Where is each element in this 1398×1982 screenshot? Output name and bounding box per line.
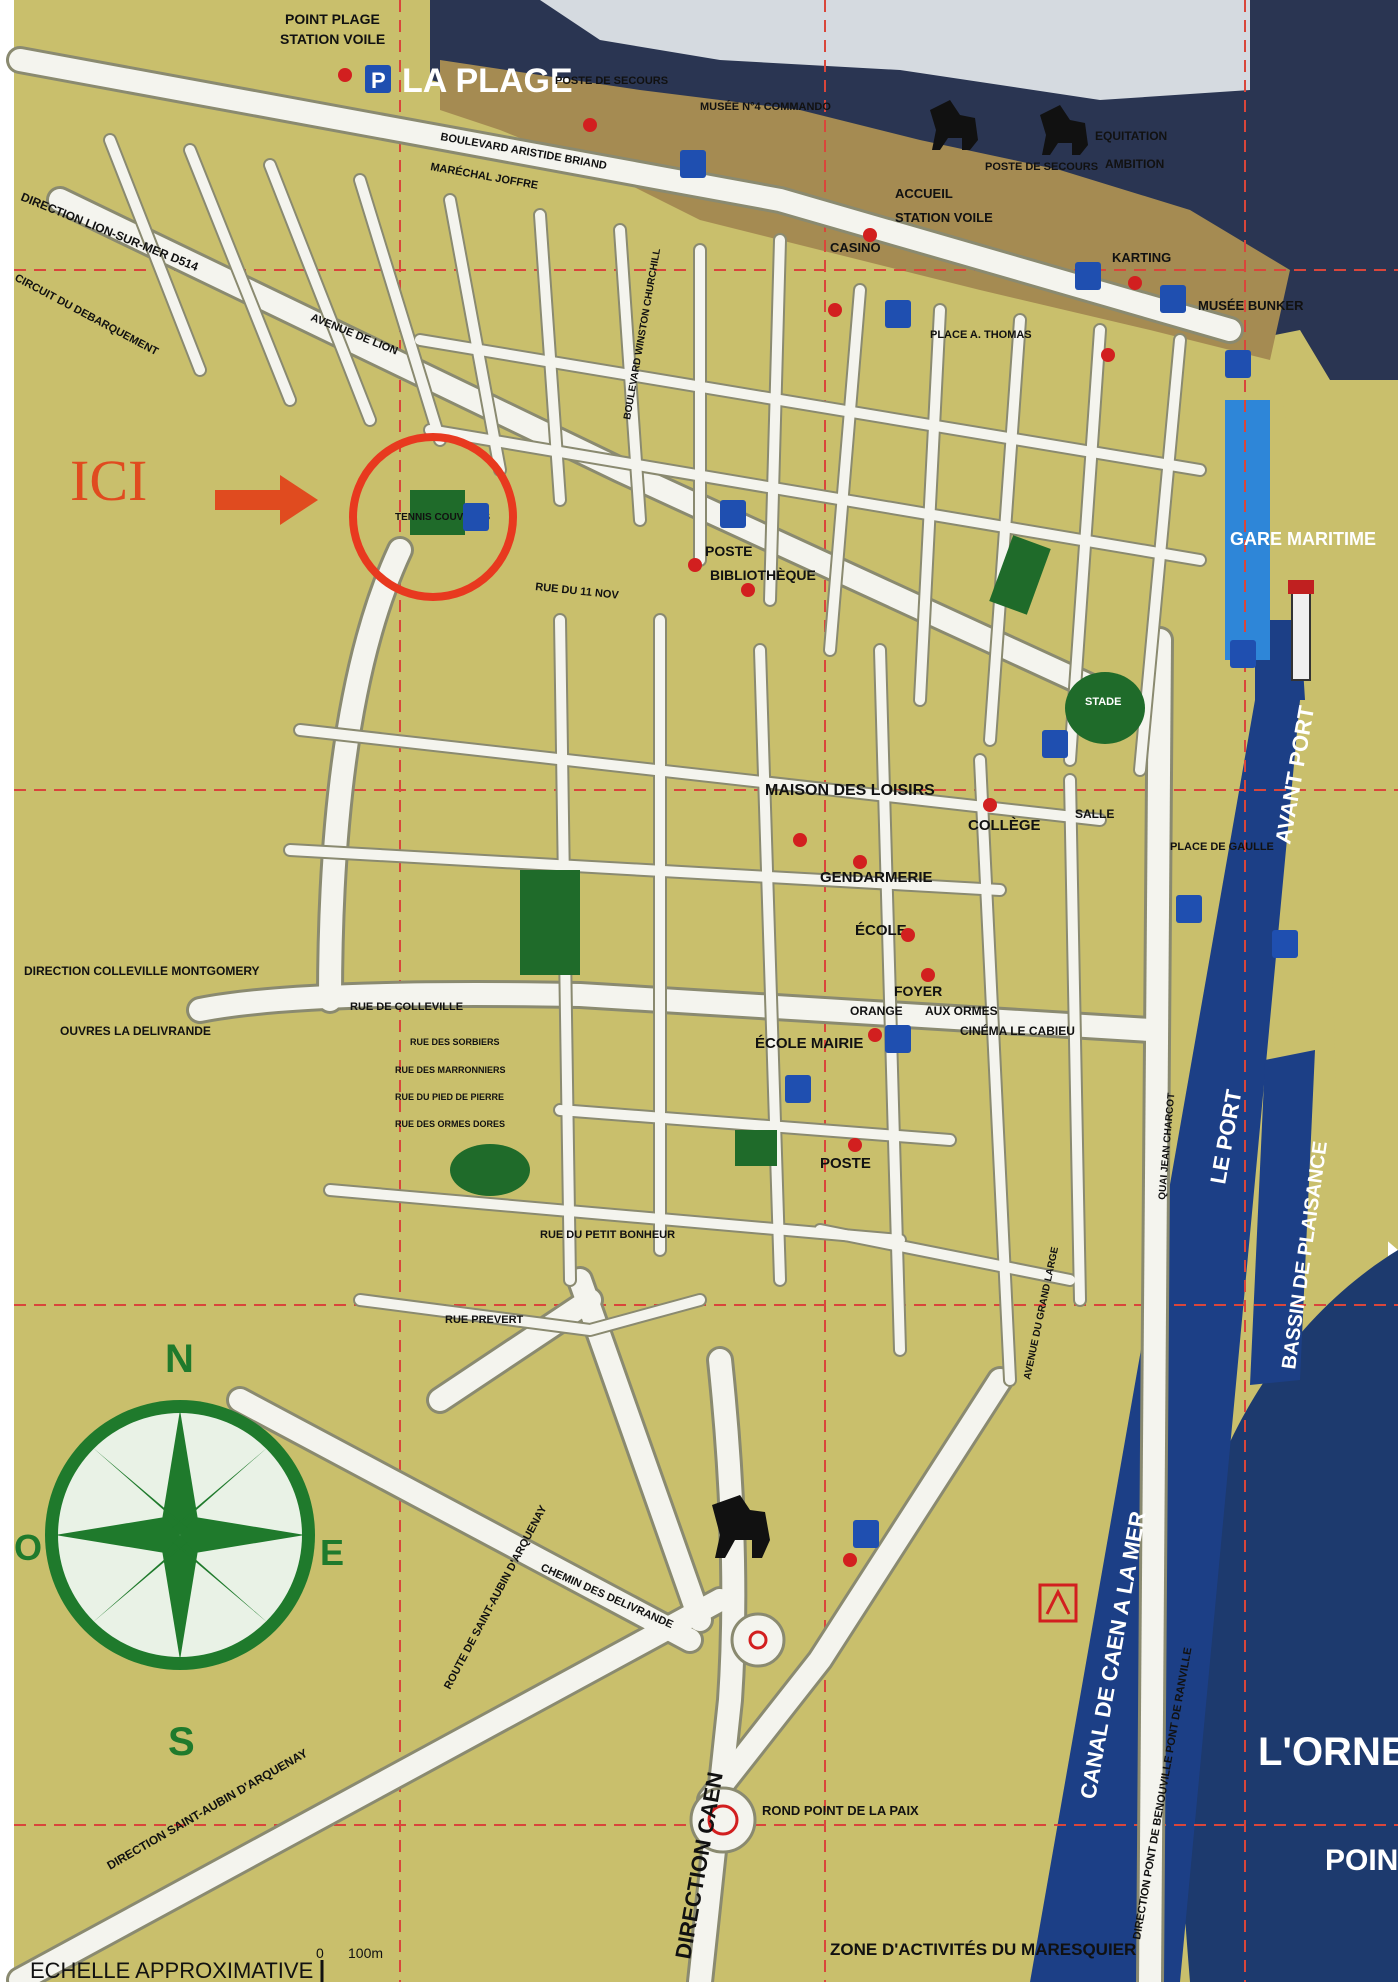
marker-biblio bbox=[741, 583, 755, 597]
park-tennis bbox=[410, 490, 465, 535]
label-gendarmerie: GENDARMERIE bbox=[820, 869, 933, 886]
marker-poste bbox=[688, 558, 702, 572]
roundabout-paix-center bbox=[707, 1804, 739, 1836]
marker-casino bbox=[863, 228, 877, 242]
camping-triangle bbox=[1045, 1588, 1071, 1615]
marker-gendarmerie bbox=[853, 855, 867, 869]
lighthouse-icon bbox=[1291, 589, 1311, 681]
street-prevert: RUE PREVERT bbox=[445, 1314, 524, 1326]
compass-rose bbox=[45, 1400, 315, 1670]
label-orange: ORANGE bbox=[850, 1004, 903, 1018]
label-poste: POSTE bbox=[705, 543, 752, 559]
compass-s: S bbox=[168, 1720, 195, 1764]
bassin-plaisance bbox=[1250, 1050, 1315, 1385]
park-south bbox=[450, 1144, 530, 1196]
label-point-plage: POINT PLAGE bbox=[285, 11, 380, 27]
label-point: POIN bbox=[1325, 1844, 1398, 1877]
label-poste-secours-beach: POSTE DE SECOURS bbox=[985, 161, 1098, 173]
label-musee-bunker: MUSÉE BUNKER bbox=[1198, 298, 1304, 313]
marker-bunker bbox=[1101, 348, 1115, 362]
label-orne: L'ORNE bbox=[1258, 1730, 1398, 1774]
surf bbox=[540, 0, 1250, 100]
label-maison-loisirs: MAISON DES LOISIRS bbox=[765, 782, 935, 799]
label-ecole-mairie: ÉCOLE MAIRIE bbox=[755, 1035, 863, 1052]
marker-mairie bbox=[868, 1028, 882, 1042]
label-poste-secours-top: POSTE DE SECOURS bbox=[555, 75, 668, 87]
roundabout-south-center bbox=[748, 1630, 768, 1650]
label-bibliotheque: BIBLIOTHÈQUE bbox=[710, 567, 816, 583]
park-stade bbox=[1065, 672, 1145, 744]
label-aux-ormes: AUX ORMES bbox=[925, 1004, 998, 1018]
label-accueil: ACCUEIL bbox=[895, 186, 953, 201]
tennis-label: TENNIS COUVERTS bbox=[395, 512, 490, 523]
compass-e: E bbox=[320, 1532, 344, 1573]
street-ormes-dores: RUE DES ORMES DORES bbox=[395, 1119, 505, 1129]
roundabout-paix bbox=[689, 1786, 757, 1854]
label-casino: CASINO bbox=[830, 240, 881, 255]
marker-ecole bbox=[901, 928, 915, 942]
label-karting: KARTING bbox=[1112, 250, 1171, 265]
page-margin bbox=[0, 0, 14, 1982]
parking-icons bbox=[463, 150, 1298, 1548]
label-stade: STADE bbox=[1085, 696, 1121, 708]
marker-karting bbox=[1128, 276, 1142, 290]
label-college: COLLÈGE bbox=[968, 817, 1041, 834]
dir-colleville: DIRECTION COLLEVILLE MONTGOMERY bbox=[24, 964, 260, 978]
label-equitation-2: AMBITION bbox=[1105, 157, 1164, 171]
street-petit-bonheur: RUE DU PETIT BONHEUR bbox=[540, 1229, 675, 1241]
marker-poste-2 bbox=[848, 1138, 862, 1152]
marker-musee bbox=[828, 303, 842, 317]
lighthouse-top bbox=[1288, 580, 1314, 594]
marker-point-plage bbox=[338, 68, 352, 82]
parking-icon bbox=[365, 65, 391, 93]
street-marronniers: RUE DES MARRONNIERS bbox=[395, 1065, 506, 1075]
scale-len: 100m bbox=[348, 1945, 383, 1961]
marker-loisirs bbox=[793, 833, 807, 847]
park-center bbox=[989, 535, 1051, 615]
park-small bbox=[735, 1130, 777, 1166]
scale-zero: 0 bbox=[316, 1945, 324, 1961]
label-station-voile-2: STATION VOILE bbox=[895, 210, 993, 225]
compass-n: N bbox=[165, 1337, 194, 1381]
roundabout-south bbox=[730, 1612, 786, 1668]
label-zone: ZONE D'ACTIVITÉS DU MARESQUIER bbox=[830, 1940, 1136, 1959]
label-place-gaulle: PLACE DE GAULLE bbox=[1170, 841, 1274, 853]
camping-icon bbox=[1038, 1583, 1078, 1623]
label-station-voile: STATION VOILE bbox=[280, 31, 385, 47]
horse-icon bbox=[712, 1495, 770, 1558]
you-are-here-label: ICI bbox=[70, 448, 147, 513]
you-are-here-circle bbox=[349, 433, 517, 601]
label-cinema: CINÉMA LE CABIEU bbox=[960, 1023, 1075, 1038]
compass-o: O bbox=[14, 1527, 42, 1568]
label-poste-2: POSTE bbox=[820, 1155, 871, 1172]
orne-river bbox=[1178, 1250, 1398, 1982]
park-field bbox=[520, 870, 580, 975]
horse-icon-beach-2 bbox=[1040, 105, 1088, 155]
scale-label: ECHELLE APPROXIMATIVE bbox=[30, 1958, 313, 1982]
street-colleville: RUE DE COLLEVILLE bbox=[350, 1001, 463, 1013]
label-la-plage: LA PLAGE bbox=[402, 62, 573, 100]
label-gare-maritime: GARE MARITIME bbox=[1230, 529, 1376, 549]
marker-college bbox=[983, 798, 997, 812]
street-pied-pierre: RUE DU PIED DE PIERRE bbox=[395, 1092, 504, 1102]
label-musee: MUSÉE N°4 COMMANDO bbox=[700, 100, 831, 113]
east-shore bbox=[1280, 380, 1398, 1250]
you-are-here-arrow bbox=[215, 475, 318, 525]
label-salle: SALLE bbox=[1075, 807, 1114, 821]
label-rond-point: ROND POINT DE LA PAIX bbox=[762, 1803, 919, 1818]
street-sorbiers: RUE DES SORBIERS bbox=[410, 1037, 500, 1047]
marker-secours bbox=[583, 118, 597, 132]
marker-zone bbox=[843, 1553, 857, 1567]
gare-maritime-water bbox=[1225, 400, 1270, 660]
label-ecole: ÉCOLE bbox=[855, 922, 907, 939]
marker-foyer bbox=[921, 968, 935, 982]
horse-icon-beach bbox=[930, 100, 978, 150]
label-foyer: FOYER bbox=[894, 983, 942, 999]
parking-icon-letter: P bbox=[371, 68, 386, 93]
label-place-thomas: PLACE A. THOMAS bbox=[930, 329, 1032, 341]
label-equitation: EQUITATION bbox=[1095, 129, 1167, 143]
dir-ouvres: OUVRES LA DELIVRANDE bbox=[60, 1024, 211, 1038]
